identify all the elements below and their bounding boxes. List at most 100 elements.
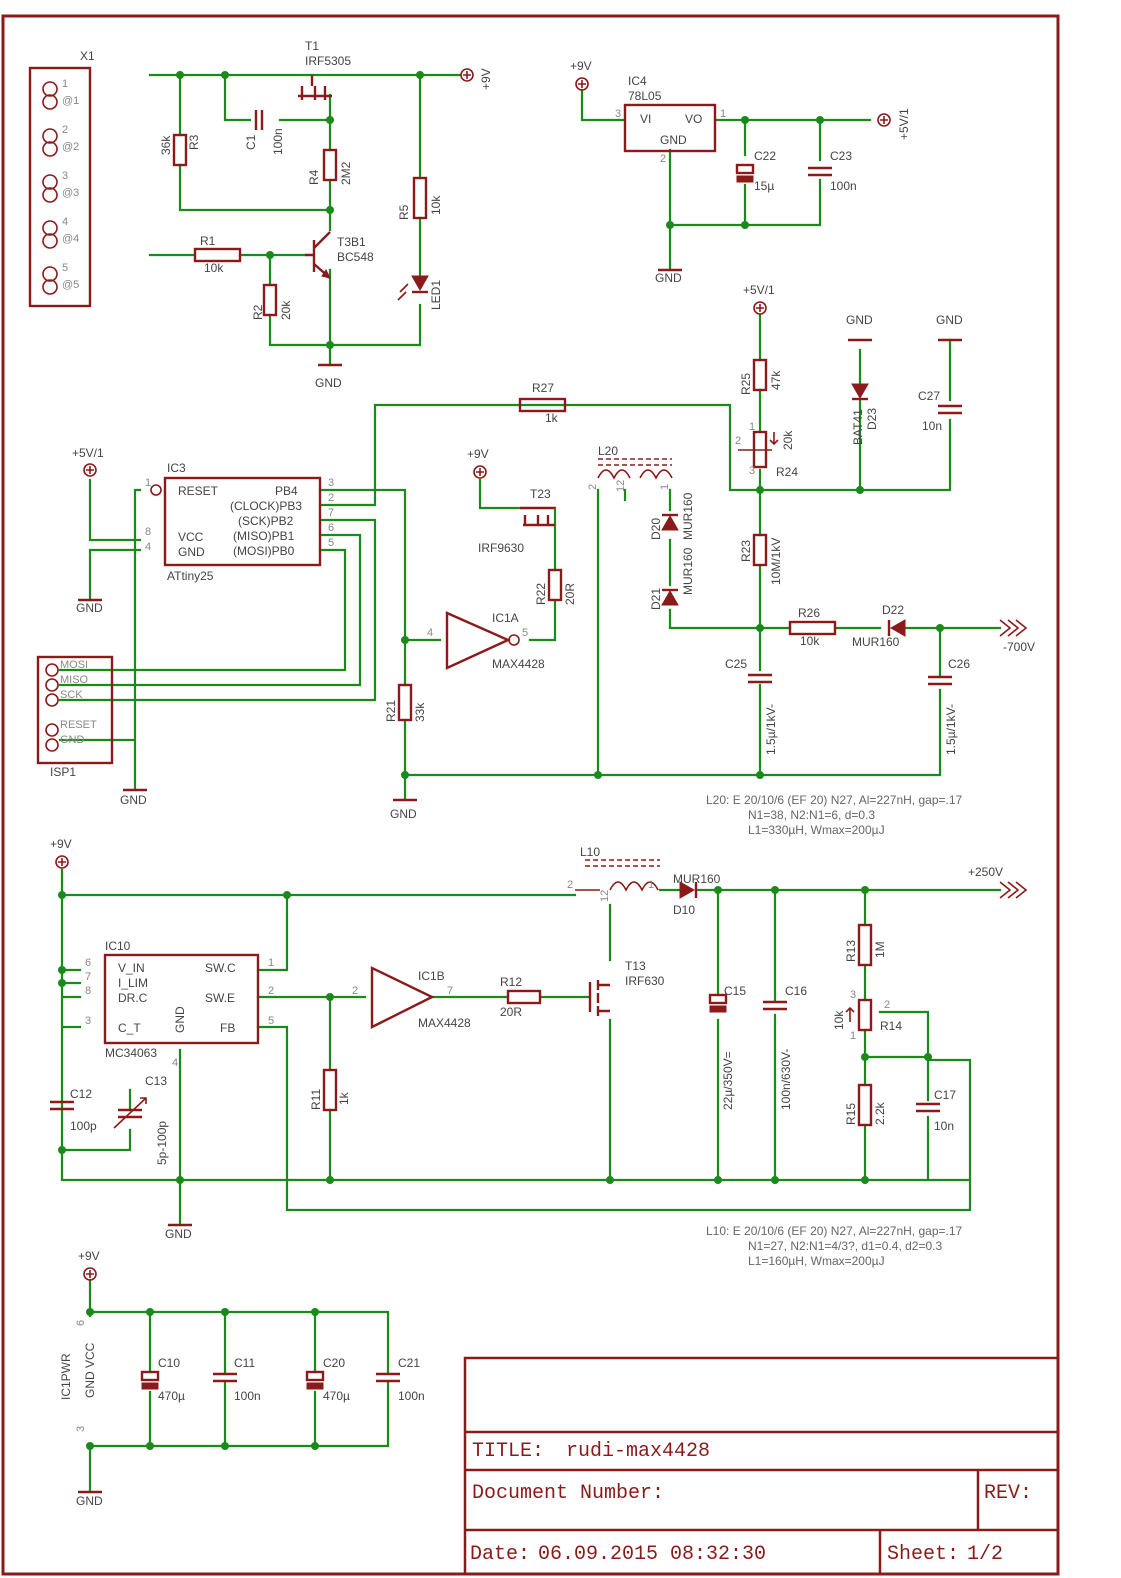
ic10-left-vin: V_IN: [118, 961, 145, 975]
r25-label: R25: [739, 373, 753, 395]
gnd-r21: GND: [390, 798, 417, 821]
d23-value: BAT41: [851, 409, 865, 445]
ic10-left-ilim: I_LIM: [118, 976, 148, 990]
ic1pwr-pins: GND VCC: [83, 1342, 97, 1398]
power-9v-top: +9V: [460, 68, 493, 90]
resistor-r27: R27 1k: [518, 381, 567, 425]
title-label: TITLE:: [472, 1440, 544, 1463]
x1-label: X1: [80, 49, 95, 63]
date-label: Date:: [470, 1543, 530, 1566]
power-5v-r25: +5V/1: [743, 283, 775, 315]
ic10-pin-5: 5: [268, 1015, 274, 1027]
diode-d10: MUR160 D10: [673, 872, 721, 917]
capacitor-c21: C21 100n: [376, 1356, 425, 1403]
d10-label: D10: [673, 903, 695, 917]
isp-pin-sck: SCK: [60, 689, 83, 701]
resistor-r11: R11 1k: [309, 1068, 351, 1112]
r26-label: R26: [798, 606, 820, 620]
r14-pin-2: 2: [884, 999, 890, 1011]
r14-pin-3: 3: [850, 989, 856, 1001]
r22-label: R22: [534, 583, 548, 605]
r1-label: R1: [200, 234, 216, 248]
l20-pin-2: 2: [587, 484, 599, 490]
x1-pin-tag-2: @2: [62, 141, 79, 153]
ic10-left-drc: DR.C: [118, 991, 148, 1005]
t3-value: BC548: [337, 250, 374, 264]
ic3-pin-4: 4: [145, 541, 151, 553]
r14-label: R14: [880, 1019, 902, 1033]
capacitor-c23: C23 100n: [808, 149, 857, 193]
diode-d21: D21 MUR160: [649, 547, 695, 610]
gnd-label-6: GND: [846, 313, 873, 327]
regulator-section: +9V IC4 78L05 VI VO GND 3 1 2 +5V/1 C22 …: [570, 59, 911, 285]
potentiometer-r14: R14 10k 3 1 2: [832, 989, 902, 1042]
c10-label: C10: [158, 1356, 180, 1370]
ic10-label: IC10: [105, 939, 131, 953]
diode-d20: D20 MUR160: [649, 492, 695, 540]
ic4-vi: VI: [640, 112, 651, 126]
transformer-l20: L20 2 12 1: [587, 444, 673, 492]
l10-note: L10: E 20/10/6 (EF 20) N27, Al=227nH, ga…: [706, 1224, 963, 1268]
capacitor-c22: C22 15µ: [735, 149, 776, 193]
r24-value: 20k: [781, 430, 795, 450]
c11-label: C11: [234, 1356, 255, 1370]
gnd-label-1: GND: [315, 376, 342, 390]
gnd-label-7: GND: [936, 313, 963, 327]
capacitor-c12: C12 100p: [50, 1087, 97, 1133]
t23-value: IRF9630: [478, 541, 524, 555]
r11-value: 1k: [337, 1091, 351, 1105]
c26-label: C26: [948, 657, 970, 671]
c13-value: 5p-100p: [155, 1121, 169, 1165]
led1-label: LED1: [429, 280, 443, 310]
diode-d22: D22 MUR160: [852, 603, 906, 649]
r27-label: R27: [532, 381, 554, 395]
gnd-d23: GND: [846, 313, 873, 342]
isp-pin-reset: RESET: [60, 719, 97, 731]
ic1b-label: IC1B: [418, 969, 445, 983]
r27-value: 1k: [545, 411, 559, 425]
isp-pin-gnd: GND: [60, 734, 85, 746]
r15-value: 2.2k: [873, 1101, 887, 1125]
ic3-pin-5: 5: [328, 537, 334, 549]
ic1pwr-label: IC1PWR: [59, 1353, 73, 1400]
r1-value: 10k: [204, 261, 224, 275]
ic4: IC4 78L05 VI VO GND 3 1 2: [615, 74, 726, 165]
ic10-pin-8: 8: [85, 985, 91, 997]
x1-pin-tag-5: @5: [62, 279, 79, 291]
l10-label: L10: [580, 845, 600, 859]
c17-label: C17: [934, 1088, 956, 1102]
resistor-r15: R15 2.2k: [844, 1083, 887, 1127]
c27-label: C27: [918, 389, 940, 403]
gnd-ic3: GND: [76, 598, 103, 615]
ic4-pin-2: 2: [660, 153, 666, 165]
gnd-label-9: GND: [76, 1494, 103, 1508]
ic3-left-gnd: GND: [178, 545, 205, 559]
power-9v-boost: +9V: [50, 837, 72, 869]
x1-pin-tag-1: @1: [62, 95, 79, 107]
ic10-pin-3: 3: [85, 1015, 91, 1027]
r24-pin-3: 3: [749, 465, 755, 477]
ic3-pin-8: 8: [145, 526, 151, 538]
ic3-pin-3: 3: [328, 477, 334, 489]
capacitor-c15: C15 22µ/350V=: [708, 984, 746, 1110]
resistor-r2: R2 20k: [251, 283, 293, 320]
p9v-reg-label: +9V: [570, 59, 592, 73]
r25-value: 47k: [769, 370, 783, 390]
ic4-pin-3: 3: [615, 108, 621, 120]
p5v-r25-label: +5V/1: [743, 283, 775, 297]
document-number-label: Document Number:: [472, 1482, 664, 1505]
ic1b-pin-out: 7: [447, 985, 453, 997]
date-value: 06.09.2015 08:32:30: [538, 1543, 766, 1566]
mosfet-t13: T13 IRF630: [588, 959, 665, 1016]
mosfet-t1: T1 IRF5305: [298, 39, 351, 100]
ic4-vo: VO: [685, 112, 702, 126]
r5-value: 10k: [429, 195, 443, 215]
c16-label: C16: [785, 984, 807, 998]
ic4-label: IC4: [628, 74, 647, 88]
driver-ic1b: IC1B MAX4428 2 7: [352, 966, 471, 1030]
r11-label: R11: [309, 1089, 323, 1110]
resistor-r3: 36k R3: [159, 133, 201, 167]
gnd-label-8: GND: [165, 1227, 192, 1241]
gnd-power-switch: GND: [315, 363, 342, 390]
